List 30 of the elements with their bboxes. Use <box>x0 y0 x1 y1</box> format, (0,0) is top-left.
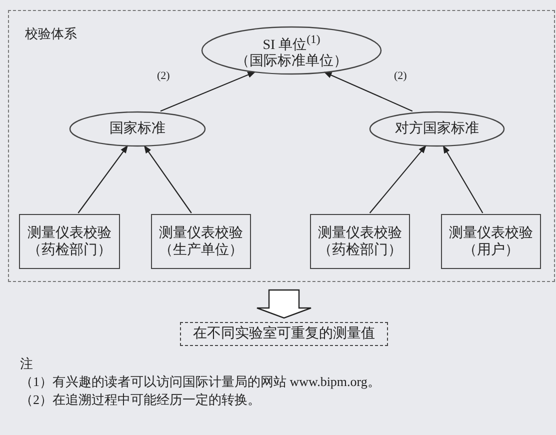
calibration-box <box>19 214 120 269</box>
footnote: （2）在追溯过程中可能经历一定的转换。 <box>20 391 260 409</box>
arrow <box>442 145 484 214</box>
arrow <box>160 72 256 112</box>
node-label: 测量仪表校验（药检部门） <box>317 224 403 258</box>
node-label: 测量仪表校验（药检部门） <box>26 224 112 258</box>
node-label: 在不同实验室可重复的测量值 <box>192 326 376 342</box>
arrow <box>369 145 426 214</box>
standard-ellipse <box>69 111 206 147</box>
node-label: 测量仪表校验（生产单位） <box>158 224 244 258</box>
note-heading: 注 <box>20 355 33 373</box>
edge-label: (2) <box>393 70 408 82</box>
footnote: （1）有兴趣的读者可以访问国际计量局的网站 www.bipm.org。 <box>20 373 380 391</box>
group-heading: 校验体系 <box>25 25 77 43</box>
edge-label: (2) <box>156 70 171 82</box>
node-label: 对方国家标准 <box>394 120 480 138</box>
system-frame <box>8 10 555 282</box>
result-box <box>180 322 388 346</box>
standard-ellipse <box>201 26 382 75</box>
node-label: SI 单位$^{(1)}$ （国际标准单位） <box>234 32 348 70</box>
block-arrow <box>256 289 312 319</box>
standard-ellipse <box>369 111 505 147</box>
node-label: 国家标准 <box>108 120 166 138</box>
arrow <box>324 72 413 112</box>
calibration-box <box>310 214 410 269</box>
calibration-box <box>441 214 541 269</box>
node-label: 测量仪表校验（用户） <box>448 224 534 258</box>
arrow <box>144 145 192 214</box>
arrow <box>78 145 128 214</box>
calibration-box <box>151 214 251 269</box>
